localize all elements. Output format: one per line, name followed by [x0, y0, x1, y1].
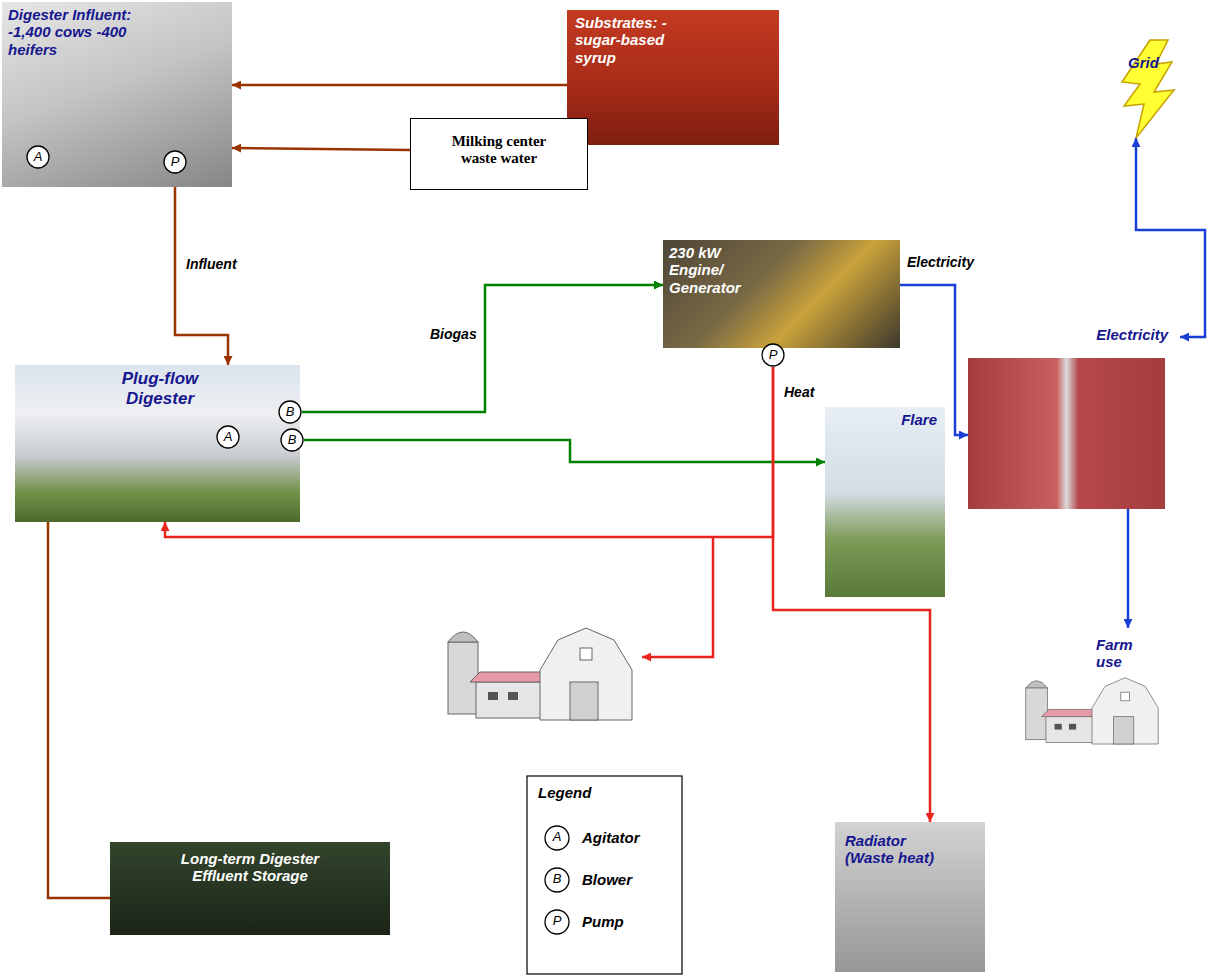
label-anchor: B [545, 871, 569, 887]
legend-symbol-letter: B [545, 871, 569, 887]
node-title: Digester Influent: -1,400 cows -400 heif… [8, 6, 143, 58]
marker-circle [164, 151, 186, 173]
photo-node: Digester Influent: -1,400 cows -400 heif… [2, 2, 232, 187]
agitator-marker: A [216, 425, 240, 449]
legend-text: Blower [582, 871, 632, 889]
window [488, 692, 498, 700]
flow-connector [1136, 138, 1205, 337]
node-title: Substrates: -sugar-based syrup [575, 14, 675, 66]
photo-node: Substrates: -sugar-based syrup [567, 10, 779, 145]
pump-symbol [545, 910, 569, 934]
meter-photo [968, 358, 1165, 509]
label-anchor: Heat [782, 384, 816, 400]
silo-dome [1026, 681, 1048, 688]
label-anchor: Electricity [905, 254, 976, 270]
barn-body [1092, 678, 1158, 744]
marker-circle [217, 426, 239, 448]
marker-circle [281, 429, 303, 451]
heat-branch-line [642, 537, 713, 657]
marker-letter: P [163, 150, 187, 174]
shed-roof [1042, 709, 1097, 716]
legend-entry: Pump [582, 913, 624, 931]
legend-entry: Agitator [582, 829, 640, 847]
pump-marker: P [761, 343, 785, 367]
legend-box [527, 776, 682, 974]
marker-letter: B [278, 400, 302, 424]
flow-connector [232, 84, 567, 87]
marker-letter: A [26, 145, 50, 169]
flow-label: Electricity [905, 254, 976, 270]
node-title: Grid [1128, 54, 1168, 71]
blower-symbol [545, 868, 569, 892]
shed-roof [470, 672, 546, 682]
photo-node: Radiator (Waste heat) [835, 822, 985, 972]
marker-circle [27, 146, 49, 168]
photo-node: Plug-flow DigesterBAB [15, 365, 300, 522]
meter-node: Electricity [968, 322, 1180, 509]
label-anchor: Legend [538, 785, 618, 801]
flow-label: Biogas [428, 326, 479, 342]
silo-dome [448, 632, 478, 642]
flow-connector [1127, 509, 1130, 628]
legend-entry: Blower [582, 871, 632, 889]
barn-icon [1026, 678, 1158, 744]
flow-connector [48, 522, 110, 898]
photo-node: Long-term Digester Effluent Storage [110, 842, 390, 935]
legend-symbol-letter: A [545, 829, 569, 845]
shed [476, 682, 546, 718]
agitator-marker: A [26, 145, 50, 169]
lightning-bolt-shape [1122, 40, 1174, 138]
node-title: 230 kW Engine/ Generator [669, 244, 749, 296]
farm-node: Farm use [1018, 628, 1160, 752]
legend-text: Agitator [582, 829, 640, 847]
flow-label: Heat [782, 384, 816, 400]
blower-marker: B [278, 400, 302, 424]
loft-window [580, 648, 592, 660]
marker-letter: B [280, 428, 304, 452]
legend-title: Legend [538, 785, 618, 801]
flow-label: Influent [184, 256, 239, 272]
window [1055, 724, 1062, 730]
node-title: Milking center waste water [438, 133, 560, 168]
barn-icon [448, 628, 632, 720]
marker-circle [279, 401, 301, 423]
agitator-symbol [545, 826, 569, 850]
node-title: Electricity [1068, 326, 1168, 343]
process-box: Milking center waste water [410, 118, 588, 190]
label-anchor: A [545, 829, 569, 845]
flow-connector [304, 440, 825, 462]
node-title: Farm use [1096, 636, 1148, 671]
pump-marker: P [163, 150, 187, 174]
flow-connector [302, 285, 663, 412]
legend-text: Pump [582, 913, 624, 931]
legend-symbol-letter: P [545, 913, 569, 929]
node-title: Radiator (Waste heat) [845, 832, 945, 867]
blower-marker: B [280, 428, 304, 452]
flow-connector [232, 148, 410, 150]
window [1069, 724, 1076, 730]
lightning-bolt: Grid [1116, 40, 1180, 138]
marker-letter: A [216, 425, 240, 449]
marker-letter: P [761, 343, 785, 367]
photo-node: Flare [825, 407, 945, 597]
label-anchor: Biogas [428, 326, 479, 342]
barn-door [1114, 717, 1134, 744]
label-anchor: P [545, 913, 569, 929]
window [508, 692, 518, 700]
barn-body [540, 628, 632, 720]
node-title: Plug-flow Digester [105, 369, 215, 408]
loft-window [1121, 692, 1130, 701]
photo-node: 230 kW Engine/ GeneratorP [663, 240, 900, 348]
shed [1046, 717, 1096, 743]
barn-door [570, 682, 598, 720]
node-title: Flare [887, 411, 937, 428]
node-title: Long-term Digester Effluent Storage [180, 850, 320, 885]
label-anchor: Influent [184, 256, 239, 272]
marker-circle [762, 344, 784, 366]
